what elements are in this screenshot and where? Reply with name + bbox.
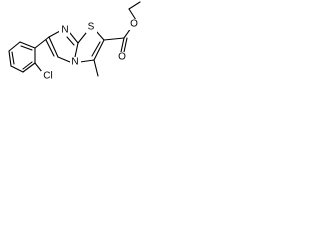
bond-c2-c3 <box>93 39 105 61</box>
bond-s-c2 <box>95 30 105 41</box>
bond-n4-c7a-inner <box>66 36 75 46</box>
chemical-structure: N N S O O Cl <box>8 1 141 82</box>
bond-ph5-ph6 <box>8 41 21 52</box>
atom-labels: N N S O O Cl <box>41 19 140 82</box>
bond-ph6-ph1 <box>19 41 36 49</box>
bond-c3-n1 <box>79 59 95 63</box>
bond-carboxyl-o-double-1 <box>120 37 125 53</box>
bond-c5-n4 <box>48 30 61 38</box>
atom-n-imine: N <box>61 25 68 36</box>
bond-n1-c6 <box>57 56 71 63</box>
atom-s: S <box>88 22 95 33</box>
bond-c6-c5-inner <box>45 39 55 57</box>
bond-n4-c7a <box>69 32 79 44</box>
bond-carboxyl-o-double-2 <box>123 37 128 53</box>
bond-o-ethyl <box>128 8 137 21</box>
atom-o-ester: O <box>130 19 138 30</box>
bond-ethyl <box>128 1 141 10</box>
atom-cl: Cl <box>43 71 52 82</box>
bond-ph2-cl <box>34 62 43 73</box>
bonds <box>8 1 141 77</box>
atom-n-bridge: N <box>71 57 78 68</box>
bond-ph4-ph5 <box>8 50 12 67</box>
bond-ph6-ph1-inner <box>20 45 33 51</box>
bond-c7a-s <box>77 32 87 44</box>
bond-c7a-n1 <box>74 42 79 58</box>
bond-c6-c5 <box>48 36 59 58</box>
bond-c6-phenyl <box>34 36 50 49</box>
bond-ph3-ph4 <box>10 65 24 73</box>
bond-c2-c3-inner <box>91 41 101 57</box>
bond-ph4-ph5-inner <box>11 51 15 65</box>
atom-o-carbonyl: O <box>118 52 126 63</box>
bond-ph2-ph3 <box>22 62 36 73</box>
bond-c2-carboxyl <box>103 37 125 41</box>
bond-c3-methyl <box>93 59 99 77</box>
bond-ph2-ph3-inner <box>22 61 33 70</box>
